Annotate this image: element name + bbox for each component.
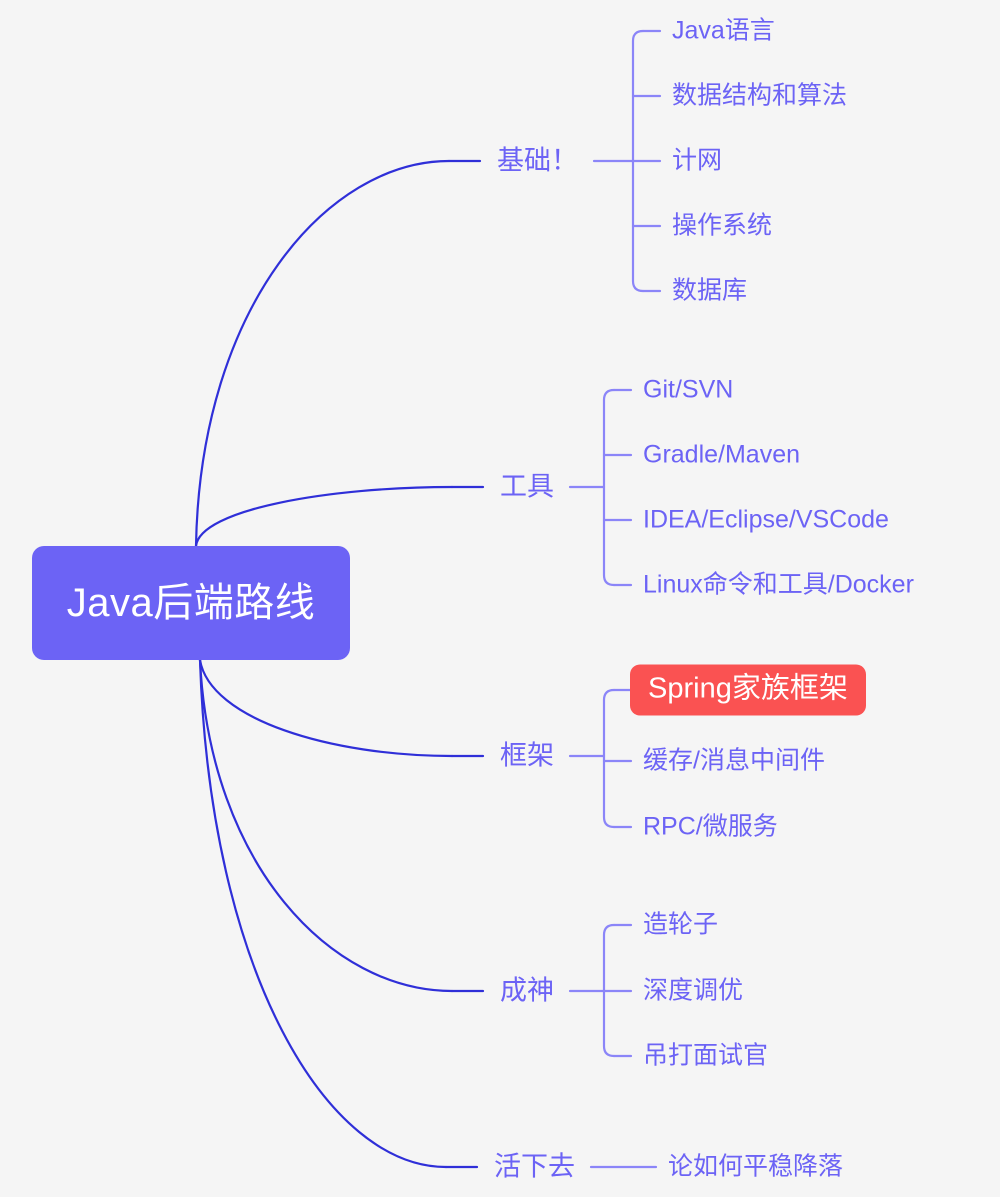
child-spine	[631, 29, 645, 293]
child-spine	[602, 923, 616, 1058]
branch-label[interactable]: 工具	[500, 471, 554, 502]
leaf-node[interactable]: 数据库	[672, 276, 748, 305]
child-spine	[602, 388, 616, 587]
branch-label[interactable]: 成神	[500, 975, 554, 1006]
root-node[interactable]: Java后端路线	[32, 546, 350, 660]
leaf-node[interactable]: RPC/微服务	[643, 812, 778, 841]
leaf-node[interactable]: 计网	[672, 146, 723, 175]
leaf-node[interactable]: 操作系统	[672, 211, 773, 240]
leaf-node[interactable]: 缓存/消息中间件	[643, 746, 825, 775]
branch-connector	[194, 485, 454, 548]
branch-connector	[194, 159, 451, 548]
leaf-node[interactable]: 深度调优	[643, 976, 744, 1005]
branch-connector	[198, 658, 448, 1169]
leaf-node[interactable]: Gradle/Maven	[643, 440, 801, 469]
branch-label[interactable]: 活下去	[494, 1151, 575, 1182]
leaf-node[interactable]: 论如何平稳降落	[668, 1152, 844, 1181]
branch-label[interactable]: 框架	[500, 740, 554, 771]
leaf-node[interactable]: Linux命令和工具/Docker	[643, 570, 914, 599]
leaf-node[interactable]: IDEA/Eclipse/VSCode	[643, 505, 889, 534]
child-spine	[602, 688, 616, 829]
leaf-node[interactable]: 数据结构和算法	[672, 81, 848, 110]
leaf-node[interactable]: Java语言	[672, 16, 775, 45]
leaf-node[interactable]: 吊打面试官	[643, 1041, 769, 1070]
leaf-node-highlighted[interactable]: Spring家族框架	[630, 664, 866, 716]
leaf-node[interactable]: 造轮子	[643, 910, 719, 939]
leaf-node[interactable]: Git/SVN	[643, 375, 734, 404]
branch-connector	[198, 658, 454, 993]
branch-connector	[198, 658, 454, 758]
branch-label[interactable]: 基础！	[497, 145, 578, 176]
